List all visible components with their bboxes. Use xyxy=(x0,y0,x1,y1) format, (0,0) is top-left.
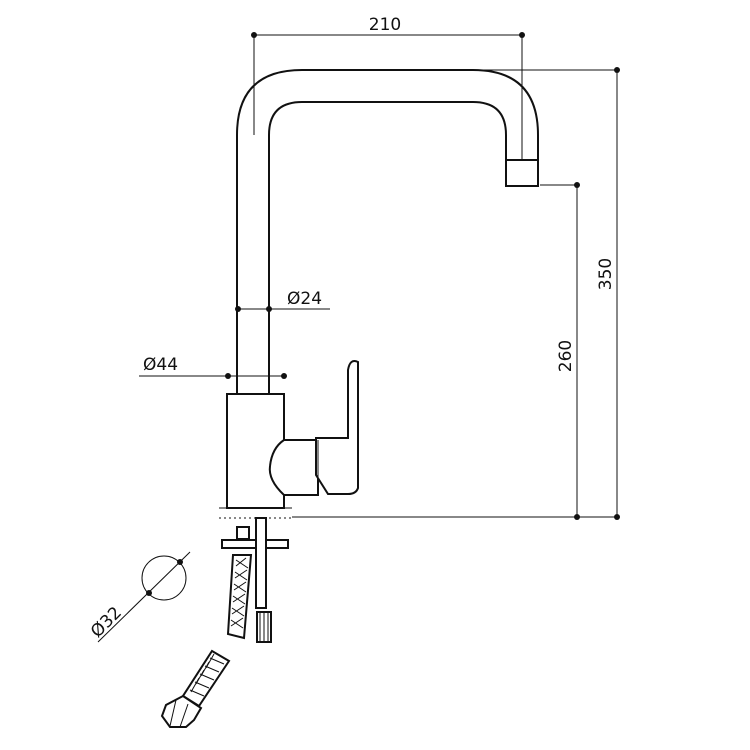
spout-diameter-label: Ø24 xyxy=(287,289,322,309)
dimension-width: 210 xyxy=(251,15,525,160)
supply-hose xyxy=(160,554,253,728)
dimension-total-height: 350 xyxy=(292,67,620,520)
dimension-spout-height: 260 xyxy=(540,182,580,520)
aerator xyxy=(505,159,539,187)
spout-height-label: 260 xyxy=(556,340,576,372)
dimension-body-diameter: Ø44 xyxy=(139,355,287,379)
width-label: 210 xyxy=(369,15,401,35)
lever-handle xyxy=(268,360,359,496)
body-diameter-label: Ø44 xyxy=(143,355,178,375)
spout xyxy=(236,69,539,395)
dimension-spout-diameter: Ø24 xyxy=(235,289,330,312)
hole-diameter-label: Ø32 xyxy=(87,603,126,642)
mounting-hole-circle xyxy=(141,555,187,601)
total-height-label: 350 xyxy=(596,258,616,290)
dimension-hole-diameter: Ø32 xyxy=(87,551,191,643)
mounting-hardware xyxy=(221,517,289,643)
